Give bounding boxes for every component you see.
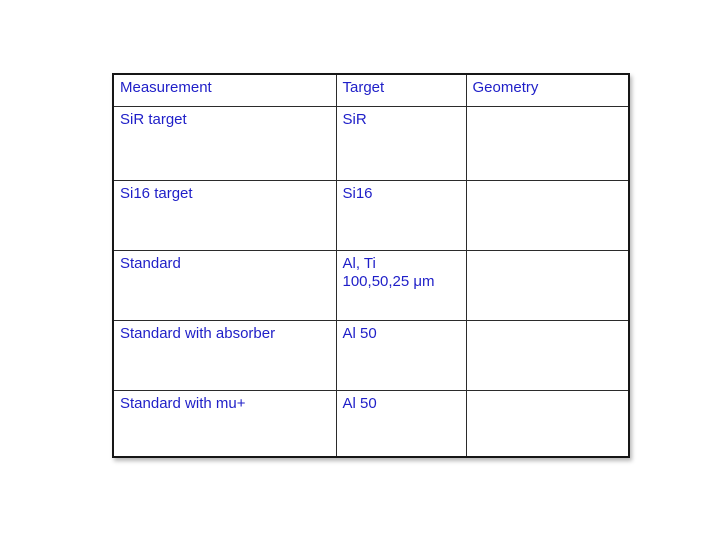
geometry-cell <box>465 105 630 181</box>
header-row: Measurement Target Geometry <box>112 73 630 107</box>
target-cell: Al 50 <box>335 319 467 391</box>
geometry-cell <box>465 179 630 251</box>
column-header-target: Target <box>335 73 467 107</box>
column-header-geometry: Geometry <box>465 73 630 107</box>
geometry-cell <box>465 249 630 321</box>
measurement-cell: Si16 target <box>112 179 337 251</box>
table-row: Si16 target Si16 <box>112 179 630 251</box>
table-row: Standard with mu+ Al 50 <box>112 389 630 458</box>
measurement-cell: SiR target <box>112 105 337 181</box>
measurement-table: Measurement Target Geometry SiR target S… <box>112 73 630 458</box>
measurement-cell: Standard <box>112 249 337 321</box>
table-row: SiR target SiR <box>112 105 630 181</box>
geometry-cell <box>465 319 630 391</box>
measurement-cell: Standard with mu+ <box>112 389 337 458</box>
table-row: Standard Al, Ti 100,50,25 μm <box>112 249 630 321</box>
table-row: Standard with absorber Al 50 <box>112 319 630 391</box>
measurement-cell: Standard with absorber <box>112 319 337 391</box>
target-cell: Si16 <box>335 179 467 251</box>
target-cell: Al, Ti 100,50,25 μm <box>335 249 467 321</box>
column-header-measurement: Measurement <box>112 73 337 107</box>
geometry-cell <box>465 389 630 458</box>
target-cell: SiR <box>335 105 467 181</box>
target-cell: Al 50 <box>335 389 467 458</box>
